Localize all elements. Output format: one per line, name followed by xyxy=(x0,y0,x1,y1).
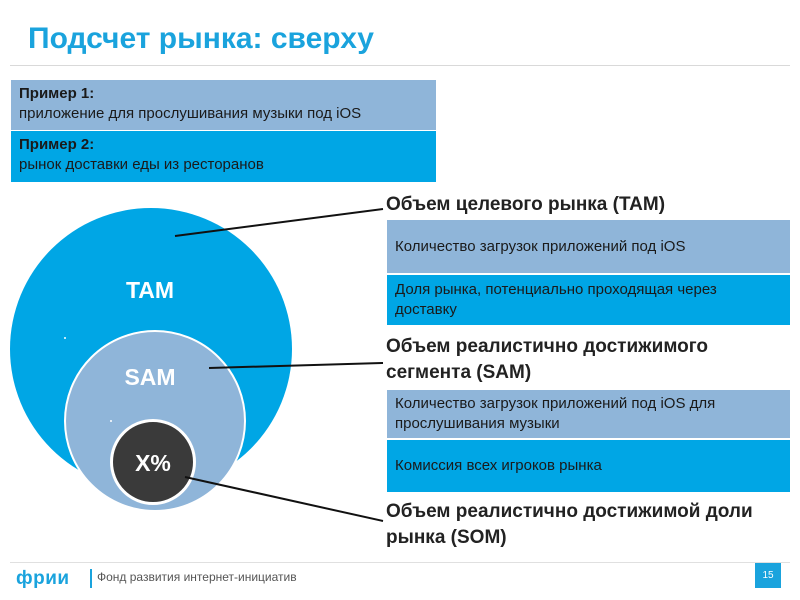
tam-connector xyxy=(174,208,384,237)
som-heading: Объем реалистично достижимой доли рынка … xyxy=(386,501,753,548)
slide-title: Подсчет рынка: сверху xyxy=(28,22,374,55)
example-2-title: Пример 2: xyxy=(19,136,95,153)
example-1-title: Пример 1: xyxy=(19,85,95,102)
tam-item-2-text: Доля рынка, потенциально проходящая чере… xyxy=(395,281,717,318)
tam-label: TAM xyxy=(125,277,175,303)
sam-item-2: Комиссия всех игроков рынка xyxy=(387,440,790,492)
som-circle xyxy=(110,419,196,505)
tam-item-1: Количество загрузок приложений под iOS xyxy=(387,220,790,273)
example-2-panel: Пример 2: рынок доставки еды из ресторан… xyxy=(11,131,436,182)
organization-name: Фонд развития интернет-инициатив xyxy=(97,570,297,584)
frii-logo: фрии xyxy=(16,568,70,589)
sam-item-2-text: Комиссия всех игроков рынка xyxy=(395,457,602,474)
tam-dot-mark xyxy=(64,337,66,339)
title-divider xyxy=(10,65,790,66)
sam-dot-mark xyxy=(110,420,112,422)
example-1-text: приложение для прослушивания музыки под … xyxy=(19,105,362,122)
sam-item-1: Количество загрузок приложений под iOS д… xyxy=(387,390,790,438)
sam-item-1-text: Количество загрузок приложений под iOS д… xyxy=(395,395,716,432)
logo-separator xyxy=(90,569,92,588)
som-connector xyxy=(184,476,384,522)
example-1-panel: Пример 1: приложение для прослушивания м… xyxy=(11,80,436,130)
sam-label: SAM xyxy=(124,364,176,390)
page-number: 15 xyxy=(755,563,781,588)
example-2-text: рынок доставки еды из ресторанов xyxy=(19,156,264,173)
sam-heading: Объем реалистично достижимого сегмента (… xyxy=(386,336,708,383)
som-label: X% xyxy=(135,450,171,476)
tam-item-1-text: Количество загрузок приложений под iOS xyxy=(395,237,686,255)
tam-item-2: Доля рынка, потенциально проходящая чере… xyxy=(387,275,790,325)
sam-connector xyxy=(208,362,384,369)
tam-heading: Объем целевого рынка (TAM) xyxy=(386,194,666,215)
footer-divider xyxy=(10,562,790,563)
